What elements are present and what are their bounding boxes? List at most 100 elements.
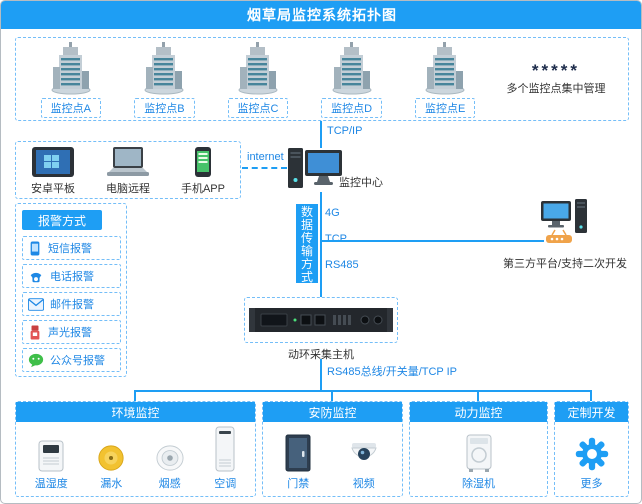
mail-icon	[28, 297, 44, 311]
dome-camera-icon	[348, 442, 380, 472]
device-video: 视频	[348, 442, 380, 491]
third-party-icon	[541, 199, 587, 243]
tcpip-line	[320, 121, 322, 148]
drop-line-custom	[590, 390, 592, 402]
mode-tcp-label: TCP	[325, 233, 347, 245]
gear-icon	[574, 436, 610, 472]
bus-line	[134, 390, 592, 392]
alarm-panel: 报警方式 短信报警 电话报警 邮件报警	[15, 203, 127, 377]
alarm-item-sound-light: 声光报警	[22, 320, 121, 344]
laptop-icon	[106, 147, 149, 176]
device-smoke: 烟感	[155, 444, 185, 491]
sound-light-icon	[30, 325, 40, 339]
alarm-item-mail: 邮件报警	[22, 292, 121, 316]
access-control-icon	[285, 434, 311, 472]
device-label: 烟感	[158, 478, 181, 490]
host-label: 动环采集主机	[288, 349, 354, 361]
internet-line	[242, 167, 287, 169]
device-label: 漏水	[100, 478, 123, 490]
monitoring-center-label: 监控中心	[339, 177, 383, 189]
third-party-label: 第三方平台/支持二次开发	[502, 258, 628, 270]
category-environment: 环境监控 温湿度	[15, 401, 256, 497]
page-title: 烟草局监控系统拓扑图	[247, 7, 397, 23]
category-security: 安防监控 门禁	[262, 401, 403, 497]
site-label: 监控点C	[227, 97, 289, 118]
category-power-title: 动力监控	[410, 402, 547, 422]
temp-humidity-icon	[38, 440, 64, 472]
alarm-panel-title: 报警方式	[22, 210, 102, 230]
alarm-item-label: 公众号报警	[50, 355, 105, 367]
client-item: 手机APP	[181, 146, 225, 196]
title-bar: 烟草局监控系统拓扑图	[1, 1, 641, 29]
site-item: 监控点B	[118, 41, 212, 118]
site-label: 监控点E	[415, 97, 476, 118]
category-environment-body: 温湿度 漏水	[16, 422, 255, 496]
mode-4g-label: 4G	[325, 207, 340, 219]
building-icon	[332, 41, 372, 94]
alarm-item-label: 邮件报警	[50, 299, 94, 311]
drop-line-security	[331, 390, 333, 402]
drop-line-env	[134, 390, 136, 402]
dehumidifier-icon	[465, 434, 493, 472]
category-environment-title: 环境监控	[16, 402, 255, 422]
device-label: 门禁	[287, 478, 310, 490]
host-bus-line	[320, 359, 322, 392]
device-more: 更多	[574, 436, 610, 491]
building-icon	[51, 41, 91, 94]
host-panel	[244, 297, 398, 343]
mode-rs485-label: RS485	[325, 259, 359, 271]
building-icon	[425, 41, 465, 94]
category-custom-title: 定制开发	[555, 402, 628, 422]
third-party-line	[322, 240, 544, 242]
device-temp-humidity: 温湿度	[35, 440, 68, 491]
water-leak-icon	[97, 444, 125, 472]
air-conditioner-icon	[215, 426, 235, 472]
device-label: 空调	[214, 478, 237, 490]
client-label: 电脑远程	[105, 183, 150, 195]
alarm-item-wechat: 公众号报警	[22, 348, 121, 372]
tcpip-label: TCP/IP	[327, 125, 363, 137]
alarm-item-label: 声光报警	[48, 327, 92, 339]
smartphone-icon	[194, 147, 211, 177]
bus-label: RS485总线/开关量/TCP IP	[327, 366, 457, 378]
client-label: 手机APP	[180, 183, 225, 195]
transmission-box: 数据传输方式	[296, 204, 318, 284]
site-label: 监控点D	[321, 97, 383, 118]
category-security-body: 门禁 视频	[263, 422, 402, 496]
smoke-detector-icon	[155, 444, 185, 472]
telephone-icon	[30, 272, 42, 283]
site-label: 监控点A	[40, 97, 101, 118]
wechat-icon	[28, 353, 44, 367]
category-custom: 定制开发 更多	[554, 401, 629, 497]
device-access-control: 门禁	[285, 434, 311, 491]
alarm-item-label: 短信报警	[48, 243, 92, 255]
sites-note-text: 多个监控点集中管理	[506, 83, 606, 95]
alarm-item-label: 电话报警	[50, 271, 94, 283]
device-water-leak: 漏水	[97, 444, 125, 491]
site-item: 监控点E	[398, 41, 492, 118]
collector-host-icon	[249, 308, 393, 332]
alarm-item-phone: 电话报警	[22, 264, 121, 288]
device-label: 视频	[352, 478, 375, 490]
category-power-body: 除湿机	[410, 422, 547, 496]
sites-panel: 监控点A 监控点B 监控点C	[15, 37, 629, 121]
monitoring-center-icon	[288, 148, 342, 188]
category-power: 动力监控 除湿机	[409, 401, 548, 497]
device-dehumidifier: 除湿机	[462, 434, 495, 491]
device-label: 更多	[580, 478, 603, 490]
tablet-icon	[31, 147, 74, 177]
sms-icon	[30, 241, 40, 255]
site-label: 监控点B	[134, 97, 195, 118]
device-air-conditioner: 空调	[214, 426, 236, 491]
more-sites-dots: *****	[531, 61, 581, 80]
site-item: 监控点C	[211, 41, 305, 118]
category-custom-body: 更多	[555, 422, 628, 496]
building-icon	[144, 41, 184, 94]
site-item: 监控点A	[24, 41, 118, 118]
client-item: 电脑远程	[105, 146, 151, 196]
device-label: 除湿机	[462, 478, 495, 490]
clients-panel: 安卓平板 电脑远程 手机APP	[15, 141, 241, 199]
center-host-line	[320, 192, 322, 297]
client-label: 安卓平板	[30, 183, 75, 195]
